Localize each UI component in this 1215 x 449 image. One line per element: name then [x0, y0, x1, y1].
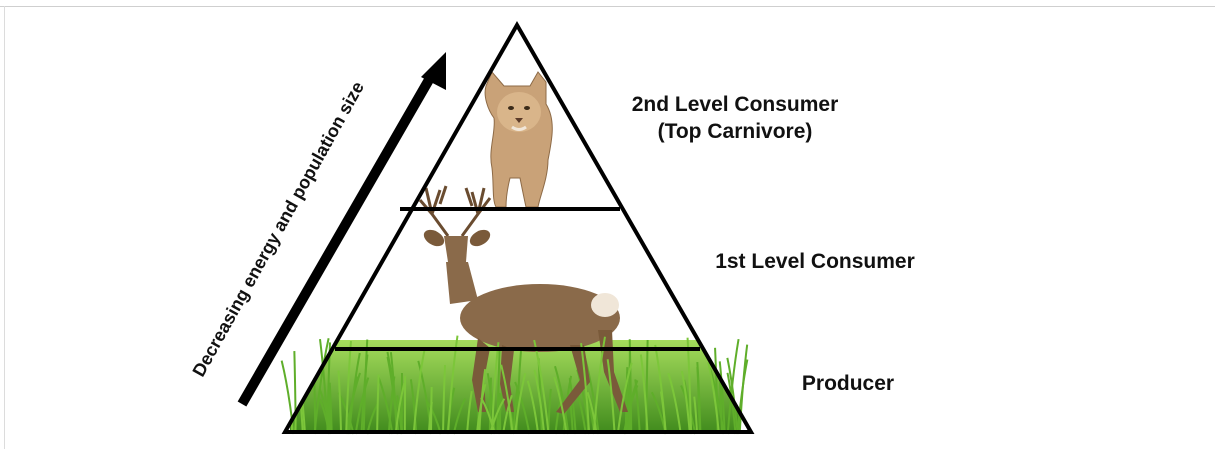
grass-blade — [318, 388, 332, 435]
level-label-top-line2: (Top Carnivore) — [657, 120, 813, 144]
grass-blade — [354, 377, 370, 435]
level-label-bottom: Producer — [801, 372, 895, 395]
grass-blade — [659, 391, 667, 432]
grass-blade — [442, 365, 447, 432]
grass-blade — [606, 359, 616, 432]
grass-blade — [568, 377, 577, 435]
grass-blade — [376, 374, 380, 432]
grass-blade — [707, 362, 720, 432]
deer-image — [418, 185, 628, 414]
frame-border-left — [4, 6, 5, 449]
level-label-middle: 1st Level Consumer — [715, 250, 915, 273]
grass-blade — [696, 361, 702, 435]
grass-blade — [346, 376, 359, 435]
frame-border-top — [0, 6, 1215, 7]
grass-blade — [498, 393, 502, 435]
grass-blade — [639, 354, 649, 432]
grass-blade — [313, 378, 317, 435]
pyramid-outline — [281, 20, 755, 434]
grass-blade — [686, 337, 693, 432]
grass-blade — [667, 372, 682, 432]
grass-blade — [409, 379, 418, 435]
grass-blade — [586, 391, 598, 432]
level-label-top: 2nd Level Consumer (Top Carnivore) — [595, 91, 875, 146]
grass-blade — [488, 377, 492, 435]
grass-blade — [526, 380, 540, 432]
grass-blade — [718, 361, 726, 435]
energy-arrow — [237, 52, 446, 407]
grass-image — [280, 336, 749, 435]
grass-blade — [533, 369, 546, 432]
grass-blade — [514, 381, 531, 435]
grass-blade — [625, 367, 629, 435]
grass-blade — [553, 376, 568, 432]
grass-blade — [447, 335, 459, 432]
grass-blade — [430, 386, 433, 432]
grass-blade — [466, 390, 473, 432]
level-label-top-line1: 2nd Level Consumer — [631, 93, 839, 116]
grass-blade — [500, 364, 514, 432]
grass-blade — [592, 336, 606, 432]
grass-blade — [478, 369, 487, 432]
grass-blade — [616, 362, 633, 432]
grass-blade — [512, 387, 519, 435]
grass-blade — [554, 365, 570, 435]
grass-blade — [738, 344, 749, 435]
grass-blade — [377, 376, 394, 435]
grass-blade — [726, 338, 740, 435]
grass-blade — [514, 373, 527, 432]
grass-blade — [328, 382, 333, 435]
grass-blade — [718, 381, 723, 435]
cougar-image — [484, 71, 553, 208]
grass-blade — [486, 373, 496, 435]
grass-blade — [337, 370, 343, 432]
grass-blade — [412, 350, 426, 432]
grass-blade — [680, 370, 691, 432]
grass-blade — [394, 383, 406, 432]
grass-blade — [726, 357, 739, 435]
